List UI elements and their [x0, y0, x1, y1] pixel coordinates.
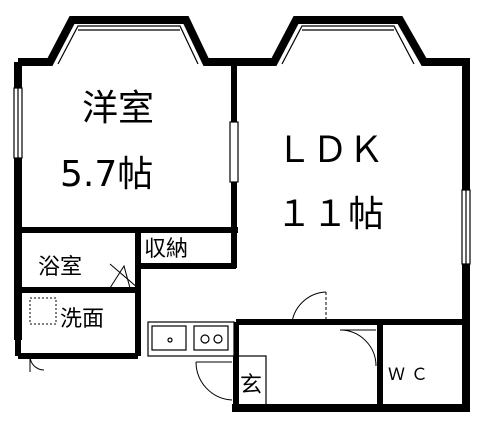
entrance-label: 玄	[240, 373, 262, 398]
door-swings	[29, 291, 377, 401]
washroom-floor	[29, 297, 57, 325]
western-room-name: 洋室	[82, 88, 154, 129]
ldk-room-size: １１帖	[276, 194, 384, 235]
outer-walls	[14, 16, 470, 412]
entrance-step	[235, 355, 267, 409]
toilet-label: ＷＣ	[388, 365, 434, 385]
interior-walls	[15, 62, 466, 408]
ldk-room-name: ＬＤＫ	[276, 130, 384, 171]
bath-door	[109, 263, 139, 289]
western-room-size: 5.7帖	[60, 154, 153, 195]
washroom-label: 洗面	[60, 307, 104, 332]
bay-windows	[57, 25, 415, 65]
side-windows	[13, 87, 471, 265]
bath-label: 浴室	[38, 255, 82, 280]
kitchen-counter	[147, 321, 235, 357]
closet-label: 収納	[144, 237, 188, 262]
stove-icon	[193, 325, 229, 351]
